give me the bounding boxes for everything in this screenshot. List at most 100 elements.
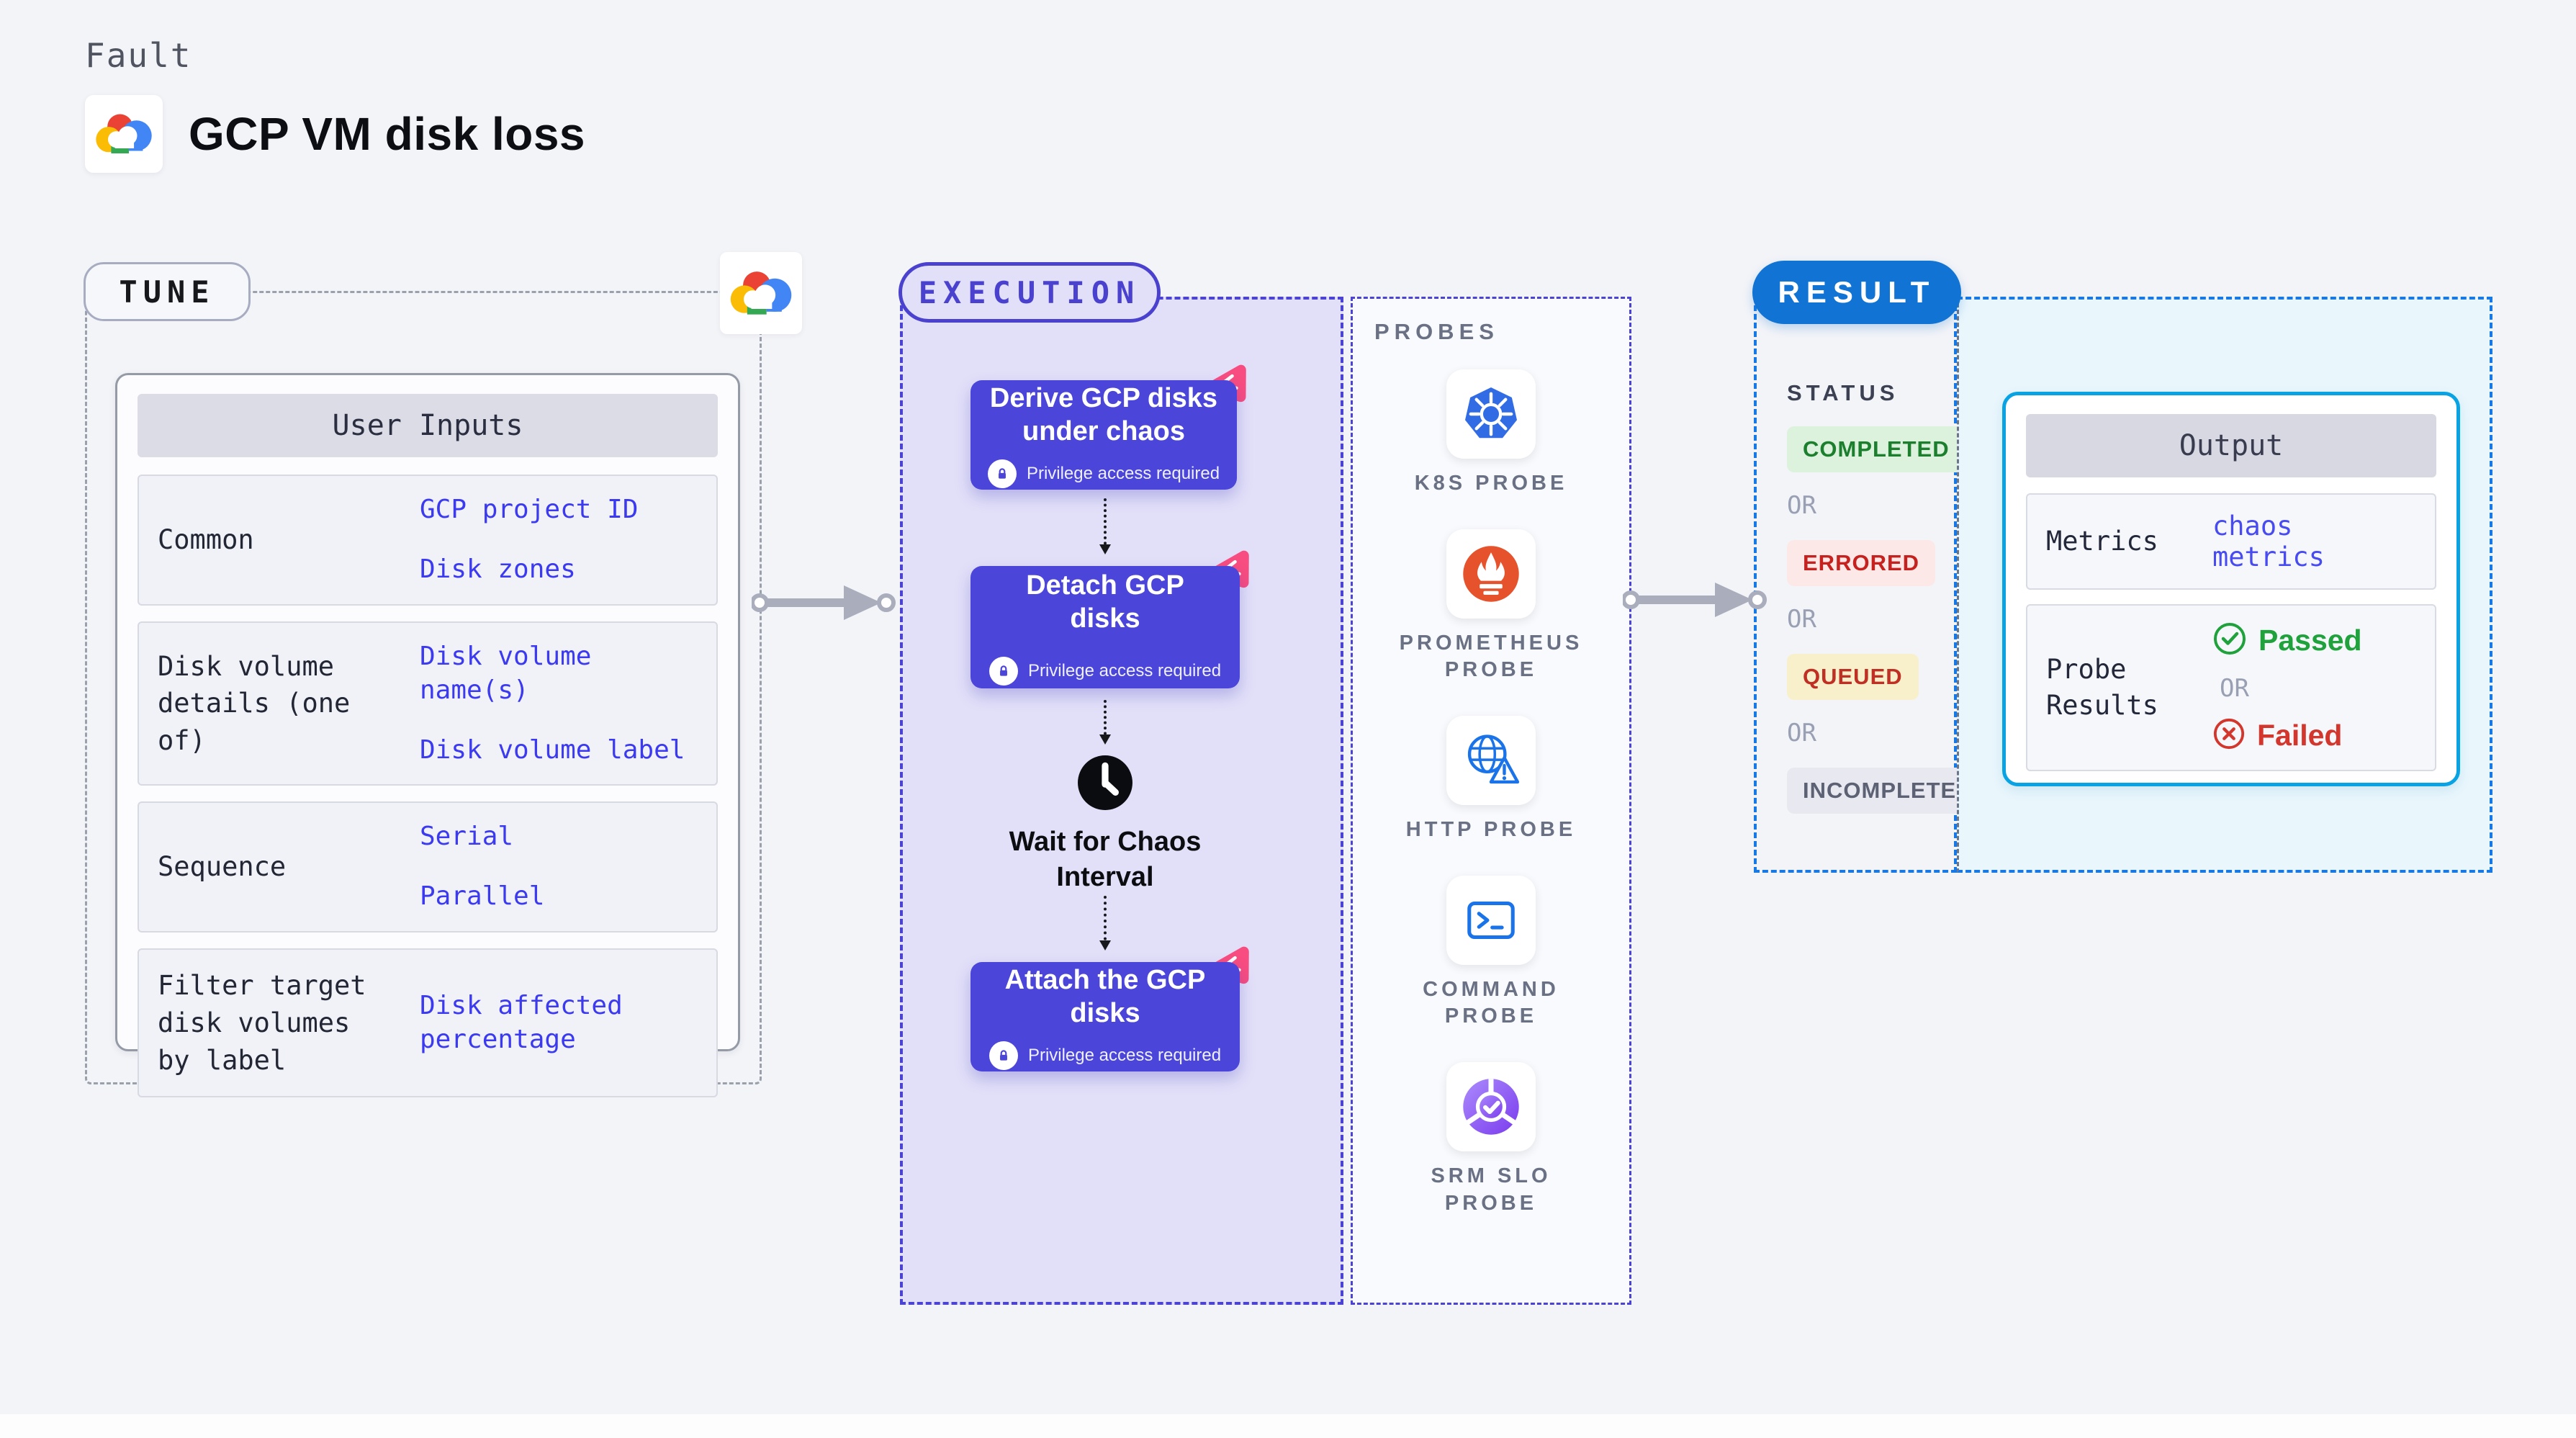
user-input-row-disk-volume-details: Disk volume details (one of) Disk volume… (138, 621, 718, 786)
title-row: GCP VM disk loss (85, 95, 585, 173)
row-label: Filter target disk volumes by label (158, 969, 366, 1076)
step-box: Derive GCP disks under chaos Privilege a… (970, 380, 1237, 490)
row-values: Disk volume name(s) Disk volume label (395, 640, 698, 767)
probe-label: HTTP PROBE (1405, 818, 1577, 842)
page-title: GCP VM disk loss (189, 108, 585, 160)
probe-label: COMMAND PROBE (1423, 977, 1559, 1028)
metrics-value: chaos metrics (2212, 511, 2325, 572)
step-title: Attach the GCP disks (1004, 964, 1206, 1028)
or-separator: OR (1787, 605, 1816, 634)
privilege-note: Privilege access required (1027, 1046, 1222, 1066)
row-label: Sequence (158, 851, 287, 883)
probe-results-values: Passed OR Failed (2208, 621, 2416, 754)
user-inputs-header: User Inputs (138, 394, 718, 457)
probe-label: SRM SLO PROBE (1431, 1164, 1552, 1215)
input-value: Serial (420, 822, 514, 852)
status-label: STATUS (1787, 380, 1899, 405)
probe-item-http: HTTP PROBE (1406, 716, 1576, 844)
check-circle-icon (2212, 621, 2247, 660)
probe-item-command: COMMAND PROBE (1383, 875, 1599, 1030)
input-value: Parallel (420, 881, 545, 912)
prometheus-icon (1446, 529, 1536, 619)
status-badge-incompleted: INCOMPLETED (1787, 768, 1989, 814)
gcp-cloud-icon (726, 264, 796, 323)
output-card: Output Metrics chaos metrics Probe Resul… (2002, 392, 2460, 786)
input-value: Disk affected percentage (420, 990, 623, 1054)
probe-list: K8S PROBE PROMETHEUS PROBE (1353, 369, 1629, 1218)
probe-item-srm-slo: SRM SLO PROBE (1383, 1062, 1599, 1217)
or-separator: OR (1787, 719, 1816, 747)
user-inputs-table: User Inputs Common GCP project ID Disk z… (115, 373, 740, 1098)
or-separator: OR (2220, 674, 2249, 703)
slo-gauge-icon (1446, 1062, 1536, 1152)
fault-category-label: Fault (85, 36, 192, 75)
row-label: Disk volume details (one of) (158, 650, 351, 757)
lock-icon (988, 1041, 1018, 1071)
input-value: Disk zones (420, 554, 576, 584)
clock-icon (1077, 755, 1133, 814)
kubernetes-icon (1446, 369, 1536, 459)
result-badge: RESULT (1752, 261, 1961, 324)
result-output-region: Output Metrics chaos metrics Probe Resul… (1957, 297, 2492, 873)
input-value: Disk volume name(s) (420, 642, 592, 705)
connector-arrow (1099, 700, 1111, 745)
output-row-probe-results: Probe Results Passed OR (2026, 604, 2436, 771)
flow-arrow-execution-to-result (1621, 579, 1767, 624)
passed-line: Passed (2212, 621, 2416, 660)
gcp-cloud-icon (92, 107, 156, 161)
row-label: Metrics (2046, 526, 2158, 557)
result-status-section: STATUS COMPLETED OR ERRORED OR QUEUED OR… (1754, 297, 1989, 873)
row-values: GCP project ID Disk zones (395, 493, 698, 587)
user-input-row-sequence: Sequence Serial Parallel (138, 801, 718, 933)
privilege-note: Privilege access required (1027, 661, 1222, 681)
step-title: Detach GCP disks (1026, 570, 1184, 634)
status-body: STATUS COMPLETED OR ERRORED OR QUEUED OR… (1757, 300, 1989, 814)
user-input-row-common: Common GCP project ID Disk zones (138, 475, 718, 606)
lock-icon (988, 657, 1018, 686)
connector-arrow (1099, 896, 1111, 951)
status-badge-completed: COMPLETED (1787, 426, 1965, 472)
terminal-icon (1446, 875, 1536, 965)
input-value: Disk volume label (420, 734, 685, 765)
passed-label: Passed (2258, 624, 2362, 657)
step-title: Derive GCP disks under chaos (989, 382, 1218, 446)
x-circle-icon (2212, 717, 2246, 754)
failed-label: Failed (2257, 719, 2343, 752)
failed-line: Failed (2212, 717, 2416, 754)
flow-arrow-tune-to-execution (750, 582, 896, 627)
privilege-row: Privilege access required (987, 459, 1220, 489)
probe-label: PROMETHEUS PROBE (1399, 631, 1583, 682)
connector-arrow (1099, 498, 1111, 554)
privilege-row: Privilege access required (988, 1041, 1222, 1071)
or-separator: OR (1787, 491, 1816, 520)
user-input-row-filter-label: Filter target disk volumes by label Disk… (138, 948, 718, 1098)
row-values: Serial Parallel (395, 820, 698, 914)
step-attach-gcp-disks: Attach the GCP disks Privilege access re… (970, 946, 1249, 1071)
status-badge-queued: QUEUED (1787, 654, 1919, 700)
probes-section: PROBES K8S PROBE (1351, 297, 1631, 1305)
output-header: Output (2026, 414, 2436, 477)
input-value: GCP project ID (420, 495, 639, 525)
step-wait-for-chaos-interval: Wait for Chaos Interval (986, 755, 1224, 894)
bottom-strip (0, 1414, 2576, 1438)
gcp-corner-logo-card (720, 252, 802, 334)
probes-label: PROBES (1374, 319, 1499, 344)
probe-item-k8s: K8S PROBE (1415, 369, 1568, 498)
step-title: Wait for Chaos Interval (1009, 827, 1202, 892)
step-box: Detach GCP disks Privilege access requir… (970, 566, 1240, 688)
execution-badge: EXECUTION (899, 262, 1161, 323)
step-detach-gcp-disks: Detach GCP disks Privilege access requir… (970, 550, 1249, 688)
step-box: Attach the GCP disks Privilege access re… (970, 962, 1240, 1071)
gcp-logo-card (85, 95, 163, 173)
privilege-row: Privilege access required (988, 657, 1222, 686)
row-values: Disk affected percentage (395, 989, 698, 1057)
row-label: Common (158, 524, 254, 556)
probe-label: K8S PROBE (1414, 472, 1568, 495)
tune-badge: TUNE (84, 262, 251, 321)
output-row-metrics: Metrics chaos metrics (2026, 493, 2436, 590)
lock-icon (987, 459, 1017, 489)
globe-alert-icon (1446, 716, 1536, 806)
status-badge-errored: ERRORED (1787, 540, 1936, 586)
probe-item-prometheus: PROMETHEUS PROBE (1383, 529, 1599, 684)
